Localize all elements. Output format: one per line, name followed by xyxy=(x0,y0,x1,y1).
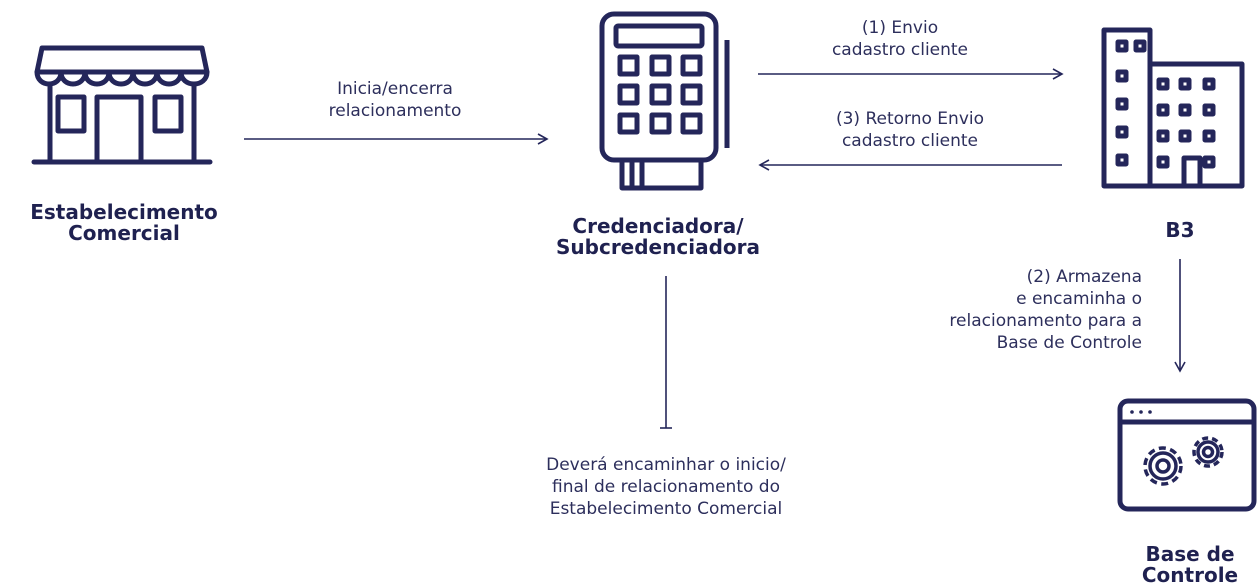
store-to-acquirer-label-line2: relacionamento xyxy=(328,101,462,121)
control-base-title-line1: Base de xyxy=(1145,542,1235,566)
store-title: Estabelecimento Comercial xyxy=(10,202,238,244)
acquirer-to-b3-label: (1) Envio cadastro cliente xyxy=(785,17,1015,61)
acquirer-title: Credenciadora/ Subcredenciadora xyxy=(532,216,784,258)
settings-window-icon xyxy=(1117,398,1257,512)
acquirer-note-line3: Estabelecimento Comercial xyxy=(549,499,783,519)
acquirer-note-line1: Deverá encaminhar o inicio/ xyxy=(546,455,786,475)
store-to-acquirer-label: Inicia/encerra relacionamento xyxy=(290,78,500,122)
b3-to-control-label-line2: e encaminha o xyxy=(1016,289,1142,309)
storefront-icon xyxy=(31,45,213,165)
acquirer-title-line2: Subcredenciadora xyxy=(556,235,760,259)
b3-to-acquirer-label-line2: cadastro cliente xyxy=(841,131,979,151)
store-to-acquirer-label-line1: Inicia/encerra xyxy=(337,79,453,99)
b3-to-control-label-line3: relacionamento para a xyxy=(949,311,1142,331)
b3-to-control-label-line4: Base de Controle xyxy=(996,333,1142,353)
acquirer-to-b3-label-line1: (1) Envio xyxy=(861,18,939,38)
control-base-title-line2: Controle xyxy=(1141,563,1239,587)
b3-to-acquirer-label-line1: (3) Retorno Envio xyxy=(835,109,985,129)
acquirer-to-b3-label-line2: cadastro cliente xyxy=(831,40,969,60)
payment-terminal-icon xyxy=(599,11,730,191)
acquirer-title-line1: Credenciadora/ xyxy=(572,214,744,238)
store-title-line1: Estabelecimento xyxy=(30,200,218,224)
acquirer-note-line2: final de relacionamento do xyxy=(551,477,780,497)
store-title-line2: Comercial xyxy=(68,221,180,245)
b3-to-control-label: (2) Armazena e encaminha o relacionament… xyxy=(880,266,1142,354)
b3-title-text: B3 xyxy=(1165,218,1195,242)
b3-to-acquirer-label: (3) Retorno Envio cadastro cliente xyxy=(790,108,1030,152)
buildings-icon xyxy=(1101,27,1245,189)
control-base-title: Base de Controle xyxy=(1128,544,1252,586)
b3-to-control-label-line1: (2) Armazena xyxy=(1026,267,1142,287)
acquirer-note: Deverá encaminhar o inicio/ final de rel… xyxy=(510,454,822,520)
b3-title: B3 xyxy=(1140,220,1220,241)
